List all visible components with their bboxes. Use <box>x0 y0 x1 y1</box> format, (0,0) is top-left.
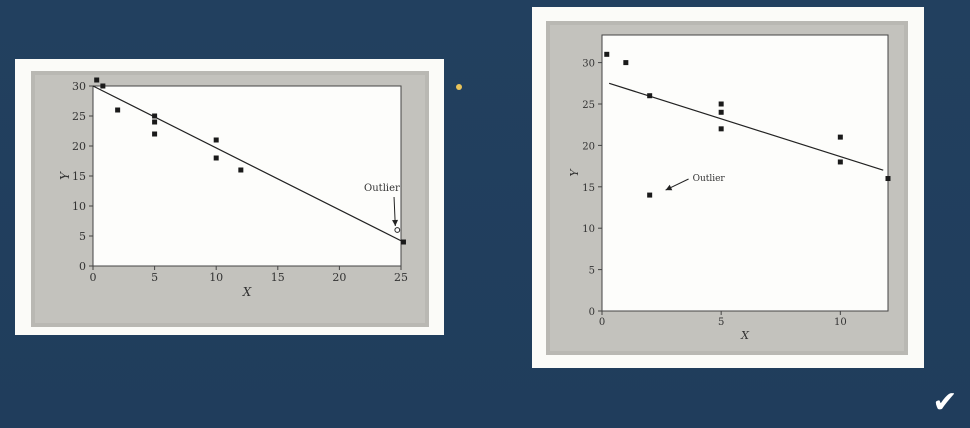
y-tick-label: 10 <box>582 224 595 235</box>
data-point <box>647 93 653 99</box>
data-point <box>238 167 244 173</box>
y-tick-label: 25 <box>72 110 86 123</box>
data-point <box>718 109 724 115</box>
y-tick-label: 0 <box>589 307 595 318</box>
y-tick-label: 15 <box>72 170 86 183</box>
regression-line <box>92 85 404 243</box>
y-tick-label: 0 <box>79 260 86 273</box>
left-scatter-chart: 0 5 10 15 20 25 30 0 5 10 15 20 25X Y Outlier <box>31 71 429 327</box>
annotation-arrow-head <box>392 219 399 226</box>
annotation-arrow-head <box>665 184 673 191</box>
y-tick-label: 30 <box>582 59 595 70</box>
y-axis-title: Y <box>58 171 72 180</box>
y-tick-label: 25 <box>582 100 595 111</box>
x-tick-label: 15 <box>271 271 285 284</box>
y-tick-label: 30 <box>72 80 86 93</box>
y-axis-title: Y <box>568 168 581 177</box>
data-point <box>115 107 121 113</box>
right-scatter-chart: 0 5 10 15 20 25 30 0 5 10X Y Outlier <box>546 21 908 355</box>
y-tick-label: 15 <box>582 183 595 194</box>
x-tick-label: 5 <box>718 317 724 328</box>
y-tick-label: 20 <box>72 140 86 153</box>
data-point <box>885 176 891 182</box>
y-tick-label: 10 <box>72 200 86 213</box>
x-axis-title: X <box>242 285 252 299</box>
regression-line <box>608 82 884 171</box>
data-point <box>152 113 158 119</box>
x-tick-label: 25 <box>394 271 408 284</box>
x-tick-label: 20 <box>332 271 346 284</box>
outlier-point <box>394 227 401 233</box>
data-point <box>100 83 106 89</box>
data-point <box>718 126 724 132</box>
data-point <box>94 77 100 83</box>
data-point <box>647 192 653 198</box>
data-point <box>213 155 219 161</box>
outlier-annotation: Outlier <box>693 174 726 184</box>
data-point <box>718 101 724 107</box>
bullet-dot <box>456 84 462 90</box>
x-tick-label: 0 <box>599 317 605 328</box>
data-point <box>837 134 843 140</box>
data-point <box>152 119 158 125</box>
y-tick-label: 5 <box>589 266 595 277</box>
data-point <box>152 131 158 137</box>
x-tick-label: 0 <box>90 271 97 284</box>
x-tick-label: 10 <box>834 317 847 328</box>
data-point <box>604 51 610 57</box>
outlier-annotation: Outlier <box>364 183 400 194</box>
plot-area <box>92 85 402 267</box>
y-tick-label: 20 <box>582 141 595 152</box>
checkmark-icon[interactable]: ✔ <box>932 385 958 420</box>
data-point <box>400 239 406 245</box>
x-tick-label: 5 <box>151 271 158 284</box>
plot-area <box>601 34 889 312</box>
data-point <box>837 159 843 165</box>
y-tick-label: 5 <box>79 230 86 243</box>
x-tick-label: 10 <box>209 271 223 284</box>
x-axis-title: X <box>740 329 750 342</box>
data-point <box>623 60 629 66</box>
data-point <box>213 137 219 143</box>
